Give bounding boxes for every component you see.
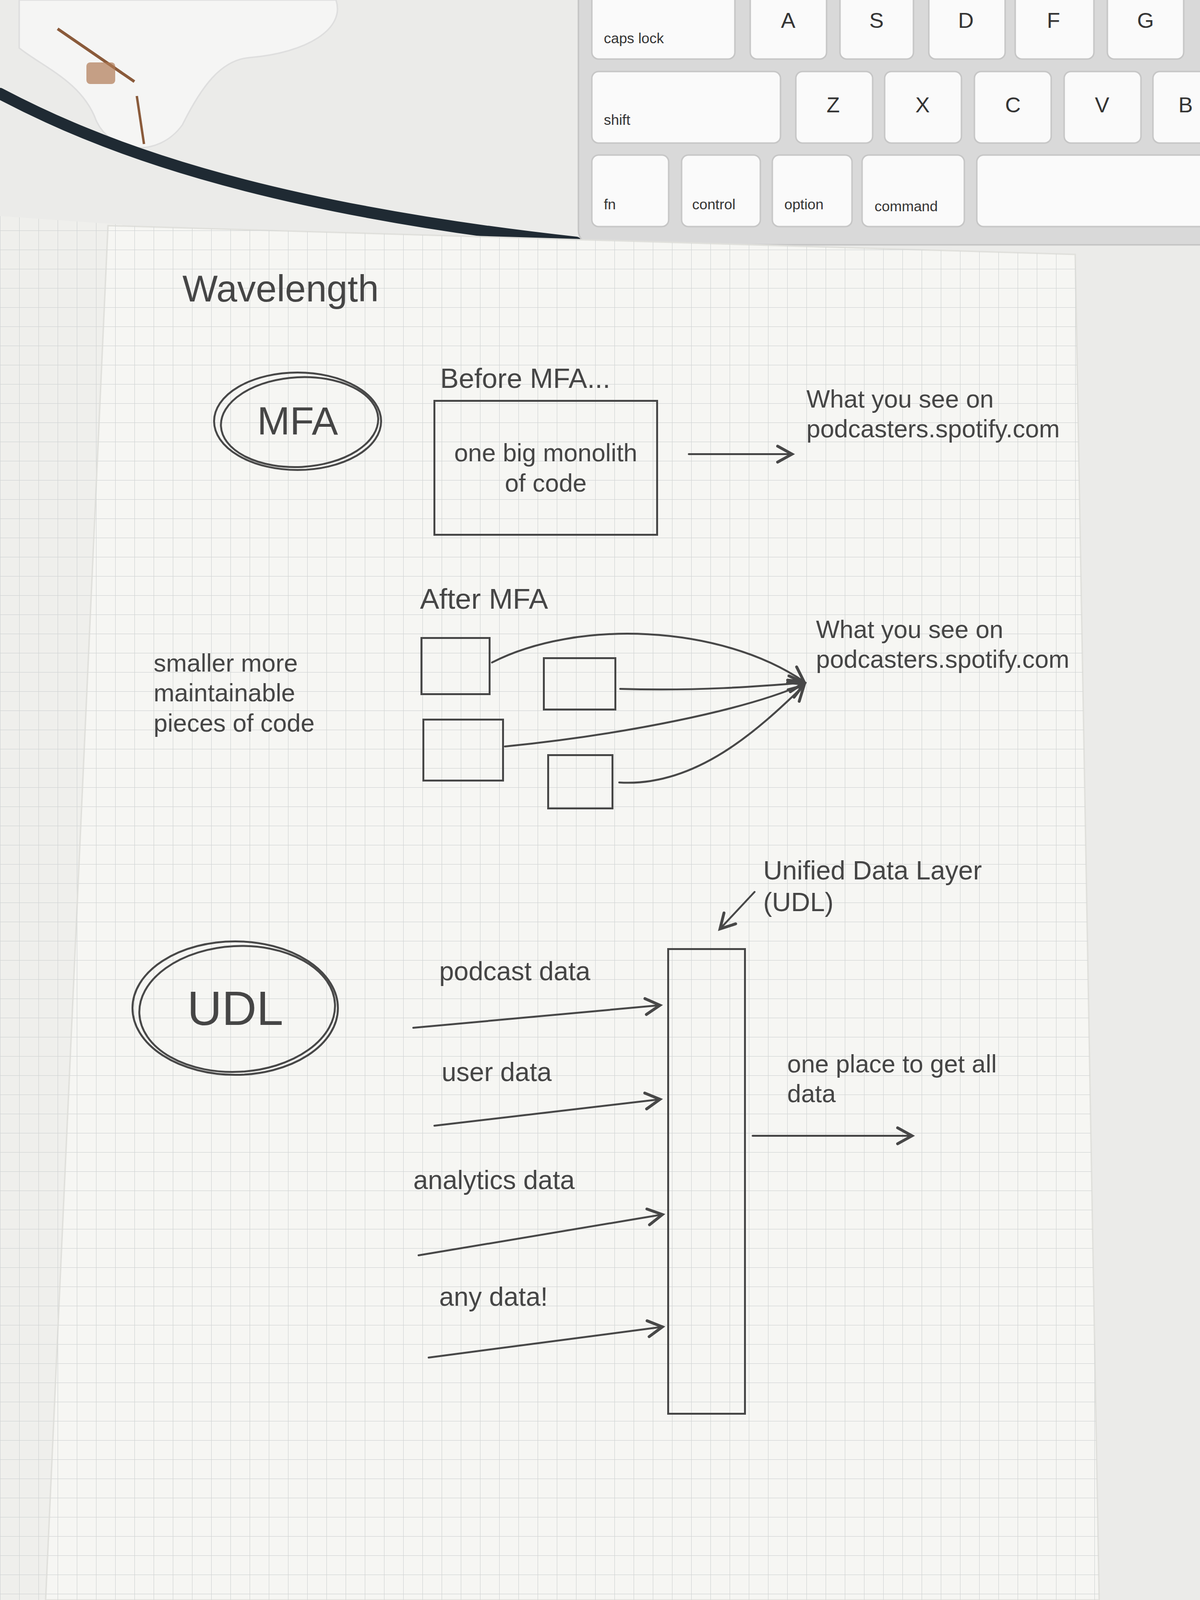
note-text: What you see on podcasters.spotify.com [816,614,1114,675]
node-text: MFA [257,397,339,445]
arrow [688,453,792,456]
section-heading: After MFA [420,581,549,617]
pointer-arrow [720,891,755,929]
key-label: F [1046,7,1061,34]
notebook-grid [45,225,1100,1600]
arrow [492,633,804,682]
arrow-label: any data! [439,1280,548,1313]
key-label: V [1094,92,1110,119]
box-heading: Before MFA... [440,361,611,396]
key-label: A [780,7,796,34]
arrow-label: one place to get all data [787,1048,1037,1109]
arrow [418,1214,663,1256]
key-label: option [784,195,824,214]
key-label: G [1137,7,1154,34]
key-label: X [915,92,930,119]
arrow-label: user data [441,1056,552,1088]
callout-text: Unified Data Layer (UDL) [763,854,989,918]
key-label: control [692,195,736,214]
desk-object-detail [86,62,116,84]
arrow-label: analytics data [413,1164,575,1196]
arrow [504,684,804,747]
key-label: command [874,197,938,216]
cable [0,93,576,243]
circle-outline [132,941,338,1075]
keyboard-body [578,0,1200,245]
page-title: Wavelength [182,266,379,312]
desk-object-detail [136,96,144,144]
arrows [413,454,912,1358]
code-piece-boxes [421,637,616,809]
circle-outline [218,372,381,471]
note-text: smaller more maintainable pieces of code [153,648,360,738]
circled-term: MFA [211,369,384,473]
arrow [619,685,804,783]
circle-outline [214,372,382,470]
key-label: shift [603,111,631,129]
data-layer-bar [668,948,745,1414]
key-label: D [958,7,974,34]
note-text: What you see on podcasters.spotify.com [806,384,1095,444]
notebook-page [45,225,1100,1600]
arrow [620,682,804,690]
arrow [428,1326,663,1358]
node-text: UDL [187,979,284,1037]
key-label: fn [603,195,616,214]
key-label: Z [826,92,840,119]
process-box: Before MFA...one big monolith of code [433,399,659,536]
key-label: S [869,7,884,34]
arrow-label: podcast data [439,955,591,987]
keyboard-keys [591,0,1200,227]
arrow [434,1099,660,1126]
key-label: caps lock [603,29,664,48]
node-text: one big monolith of code [446,437,645,498]
key-label: B [1178,92,1193,119]
circle-outline [136,940,339,1077]
arrow [413,1005,660,1028]
circled-term: UDL [129,938,341,1078]
key-label: C [1005,92,1021,119]
arrow [752,1134,912,1137]
